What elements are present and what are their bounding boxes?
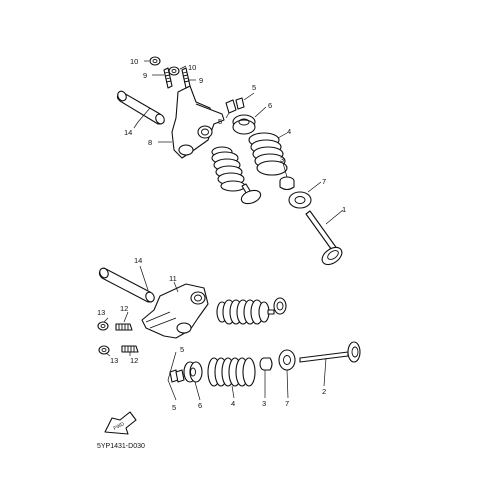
spring-retainer-lower	[183, 361, 203, 383]
callout-8: 8	[148, 138, 152, 147]
leaders-upper	[133, 60, 344, 225]
rocker-arm-upper	[171, 85, 225, 159]
upper-assembly: 10 10 9 9 14 8 5 5 6 4 3 7 1	[116, 56, 346, 266]
spring-seat-lower	[278, 349, 296, 371]
valve-spring-upper	[248, 132, 288, 176]
callout-7-lower: 7	[285, 399, 289, 408]
exhaust-valve	[299, 341, 361, 363]
callout-6-upper: 6	[268, 101, 272, 110]
callout-5-lower-bottom: 5	[172, 403, 176, 412]
spring-retainer-upper	[232, 114, 256, 135]
callout-3-lower: 3	[262, 399, 266, 408]
callout-12-lower-top: 12	[120, 304, 128, 313]
adjuster-lower	[97, 321, 139, 355]
stem-seal-lower	[259, 357, 273, 371]
callout-7-upper: 7	[322, 177, 326, 186]
stem-seal-upper	[279, 176, 295, 191]
callout-14-lower: 14	[134, 256, 142, 265]
front-arrow-label: FWD	[113, 421, 126, 432]
callout-4-lower: 4	[231, 399, 235, 408]
callout-2: 2	[322, 387, 326, 396]
callout-14-upper: 14	[124, 128, 132, 137]
lower-assembly: 14 11 13 12 12 13 5 5 6 4 3 7 2	[97, 256, 361, 412]
adjuster-upper	[149, 56, 191, 89]
callout-5-upper-bottom: 5	[218, 117, 222, 126]
rocker-shaft-upper	[116, 90, 165, 125]
callout-9-upper-left: 9	[143, 71, 147, 80]
callout-9-upper-right: 9	[199, 76, 203, 85]
callout-13-lower-bottom: 13	[110, 356, 118, 365]
callout-5-lower-top: 5	[180, 345, 184, 354]
intake-valve	[305, 210, 343, 266]
callout-13-lower-top: 13	[97, 308, 105, 317]
rocker-arm-lower	[141, 283, 209, 339]
callout-5-upper-top: 5	[252, 83, 256, 92]
callout-11: 11	[169, 274, 177, 283]
drawing-code: 5YP1431-D030	[97, 443, 145, 450]
callout-10-upper-left: 10	[130, 57, 138, 66]
leaders-lower	[103, 265, 327, 401]
callout-12-lower-bottom: 12	[130, 356, 138, 365]
assembled-valve-lower	[216, 297, 287, 325]
callout-4-upper: 4	[287, 127, 291, 136]
valve-cotters-lower	[169, 369, 185, 383]
valve-spring-lower	[207, 357, 256, 387]
callout-1: 1	[342, 205, 346, 214]
spring-seat-upper	[288, 191, 312, 209]
callout-6-lower: 6	[198, 401, 202, 410]
callout-3-upper: 3	[280, 155, 284, 164]
valve-cotters-upper	[225, 97, 245, 114]
front-arrow-icon: FWD	[104, 411, 137, 435]
assembled-valve-upper	[211, 146, 262, 205]
callout-10-upper-right: 10	[188, 63, 196, 72]
rocker-shaft-lower	[98, 267, 155, 303]
